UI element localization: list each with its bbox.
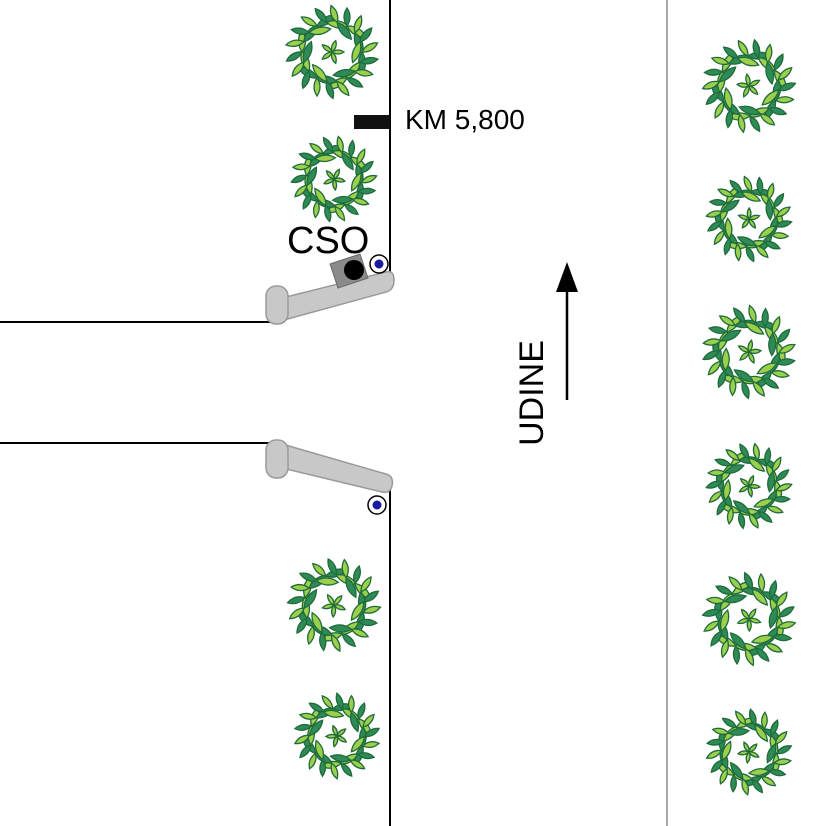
tree-icon	[701, 38, 797, 134]
tree-icon	[290, 135, 378, 223]
arrow-up-icon	[556, 262, 578, 400]
direction-label: UDINE	[513, 340, 551, 446]
cso-label: CSO	[287, 220, 370, 262]
camera-box-icon	[329, 253, 369, 289]
tree-icon	[286, 557, 382, 653]
tree-icon	[705, 708, 793, 796]
tree-icon	[284, 4, 380, 100]
barrier-gate-lower[interactable]	[265, 439, 394, 494]
tree-icon	[702, 304, 796, 400]
signal-light-icon-lower	[367, 495, 387, 515]
km-marker-icon	[354, 115, 390, 129]
signal-light-icon-upper	[369, 254, 389, 274]
km-label: KM 5,800	[405, 104, 525, 135]
barrier-gate-upper[interactable]	[265, 270, 395, 325]
tree-icon	[705, 442, 793, 530]
tree-icon	[293, 692, 381, 780]
trees-group	[284, 4, 797, 796]
tree-icon	[701, 571, 797, 667]
cso-point-icon	[344, 260, 364, 280]
tree-icon	[705, 175, 793, 263]
